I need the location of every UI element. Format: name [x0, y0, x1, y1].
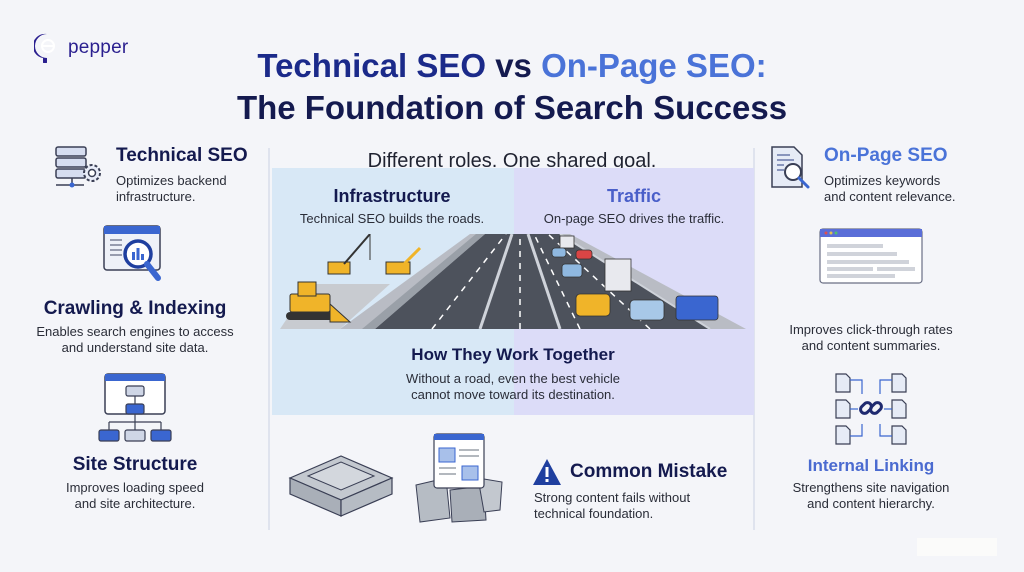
internal-linking-desc: Strengthens site navigation and content …	[756, 480, 986, 512]
infrastructure-desc: Technical SEO builds the roads.	[299, 211, 485, 226]
browser-magnifier-chart-icon	[103, 225, 161, 281]
internal-linking-title: Internal Linking	[807, 456, 935, 475]
onpage-seo-desc-2: and content relevance.	[824, 189, 956, 204]
center-comparison-panel: Infrastructure Technical SEO builds the …	[272, 168, 754, 415]
onpage-seo-card: On-Page SEO Optimizes keywords and conte…	[770, 145, 956, 205]
technical-seo-card: Technical SEO Optimizes backend infrastr…	[54, 145, 248, 205]
search-snippet-icon	[819, 228, 923, 284]
document-magnifier-icon	[771, 146, 810, 189]
page-title: Technical SEO vs On-Page SEO: The Founda…	[0, 45, 1024, 129]
common-mistake-title: Common Mistake	[570, 461, 728, 482]
crawling-card: Crawling & Indexing Enables search engin…	[0, 224, 270, 356]
crawling-desc-1: Enables search engines to access	[36, 324, 234, 339]
technical-seo-title: Technical SEO	[116, 145, 248, 166]
work-together-desc-1: Without a road, even the best vehicle	[406, 371, 620, 386]
brand-name: pepper	[68, 37, 129, 58]
work-together-title: How They Work Together	[411, 345, 615, 364]
traffic-title: Traffic	[606, 186, 662, 206]
crawling-desc-2: and understand site data.	[61, 340, 209, 355]
server-gear-icon	[55, 146, 101, 188]
sitemap-icon	[98, 373, 172, 442]
site-structure-card: Site Structure Improves loading speed an…	[0, 372, 270, 512]
title-technical: Technical SEO	[257, 47, 487, 84]
linked-documents-icon	[835, 373, 907, 445]
cracked-foundation-content-icon	[415, 433, 503, 523]
common-mistake-desc-2: technical foundation.	[534, 506, 654, 521]
common-mistake-desc: Strong content fails without technical f…	[534, 490, 690, 522]
warning-icon	[533, 459, 561, 485]
solid-foundation-icon	[288, 455, 394, 517]
internal-linking-desc-1: Strengthens site navigation	[792, 480, 950, 495]
common-mistake-desc-1: Strong content fails without	[534, 490, 691, 505]
internal-linking-desc-2: and content hierarchy.	[807, 496, 935, 511]
divider-left	[268, 148, 270, 530]
title-vs: vs	[495, 47, 532, 84]
bottom-blank-patch	[917, 538, 997, 556]
onpage-seo-desc-1: Optimizes keywords	[824, 173, 941, 188]
title-onpage: On-Page SEO:	[541, 47, 767, 84]
site-structure-title: Site Structure	[72, 454, 198, 475]
work-together-desc-2: cannot move toward its destination.	[411, 387, 615, 402]
divider-right	[753, 148, 755, 530]
subtitle: Different roles. One shared goal.	[367, 150, 657, 172]
infrastructure-title: Infrastructure	[333, 186, 451, 206]
crawling-title: Crawling & Indexing	[43, 298, 227, 319]
brand-logo: pepper	[34, 33, 128, 63]
title-line-2: The Foundation of Search Success	[236, 89, 788, 126]
site-structure-desc-1: Improves loading speed	[65, 480, 205, 495]
highway-illustration	[280, 234, 746, 330]
ctr-desc: Improves click-through rates and content…	[756, 322, 986, 354]
onpage-seo-title: On-Page SEO	[824, 145, 948, 166]
ctr-desc-2: and content summaries.	[801, 338, 941, 353]
ctr-desc-1: Improves click-through rates	[789, 322, 953, 337]
pepper-logo-icon	[34, 33, 55, 63]
traffic-desc: On-page SEO drives the traffic.	[543, 211, 725, 226]
common-mistake-heading: Common Mistake	[532, 458, 727, 486]
technical-seo-desc: Optimizes backend infrastructure.	[116, 173, 227, 204]
site-structure-desc-2: and site architecture.	[74, 496, 196, 511]
common-mistake-section: Common Mistake Strong content fails with…	[272, 420, 754, 530]
